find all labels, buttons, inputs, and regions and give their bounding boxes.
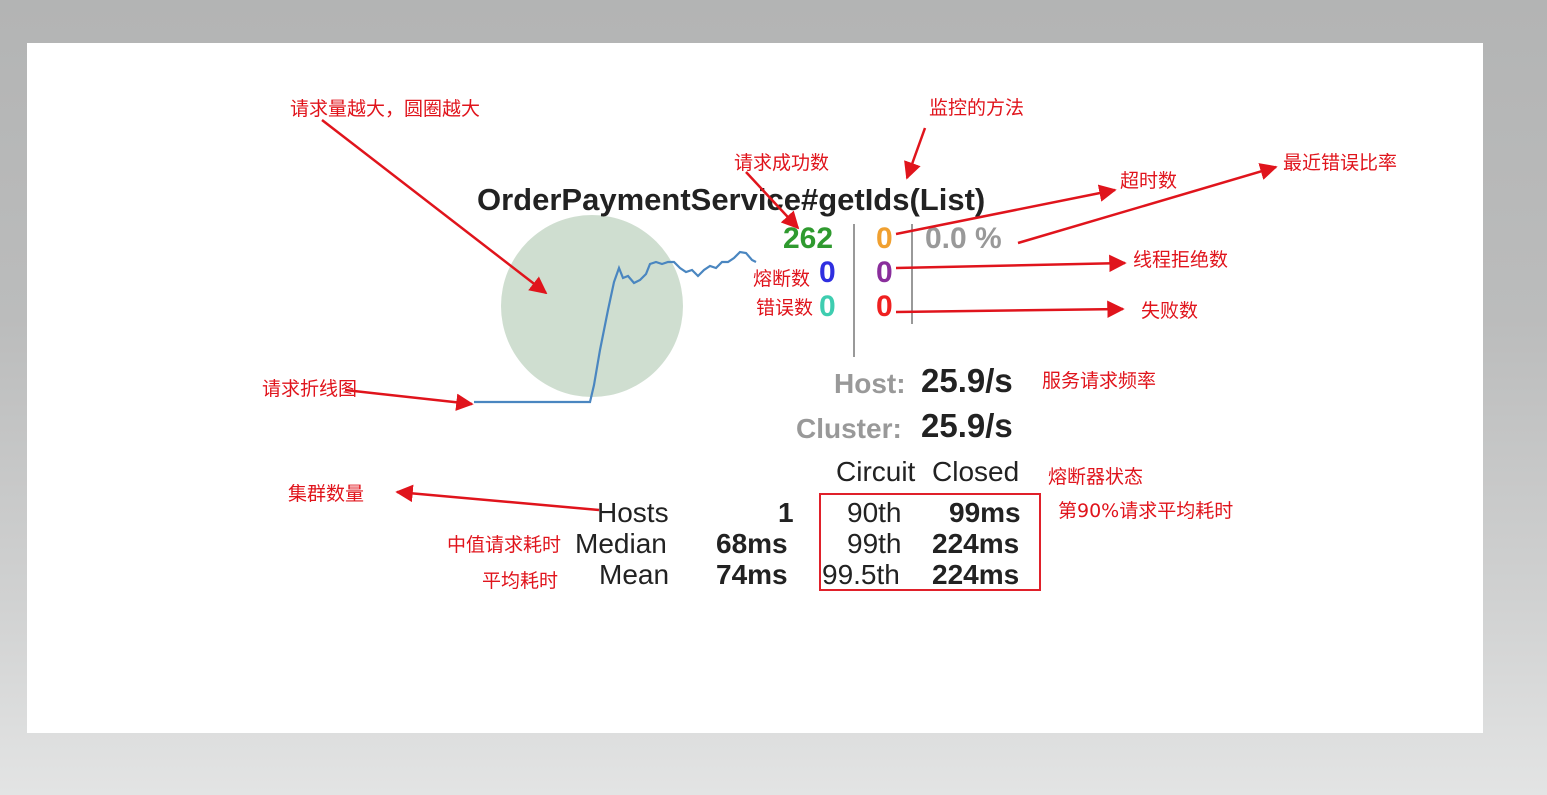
health-circle [501,215,683,397]
annotation-circle-size: 请求量越大，圆圈越大 [290,98,481,120]
cluster-label: Cluster: [796,413,902,444]
p90-value: 99ms [949,497,1021,528]
host-label: Host: [834,368,906,399]
host-rate: 25.9/s [921,362,1013,399]
mean-label: Mean [599,559,670,590]
percentile-highlight-box [819,493,1041,591]
annotation-p90-average: 第90%请求平均耗时 [1058,500,1234,522]
divider-left [853,224,855,357]
annotation-success-count: 请求成功数 [734,152,830,174]
circuit-label: Circuit [836,456,916,487]
thread-rejected-count: 0 [876,256,893,289]
p99-label: 99th [847,528,902,559]
divider-right [911,224,913,324]
failure-count: 0 [876,290,893,323]
median-value: 68ms [716,528,788,559]
request-sparkline [474,250,757,404]
method-title: OrderPaymentService#getIds(List) [477,182,986,217]
error-percentage: 0.0 % [925,222,1002,255]
median-label: Median [575,528,667,559]
annotation-request-rate: 服务请求频率 [1042,370,1157,392]
mean-value: 74ms [716,559,788,590]
bad-request-count: 0 [819,290,836,323]
success-count: 262 [783,222,834,255]
p995-label: 99.5th [822,559,900,590]
p99-value: 224ms [932,528,1020,559]
hosts-value: 1 [778,497,794,528]
annotation-timeout-count: 超时数 [1120,170,1178,192]
short-circuited-count: 0 [819,256,836,289]
timeout-count: 0 [876,222,893,255]
annotation-failure-count: 失败数 [1141,300,1199,322]
p995-value: 224ms [932,559,1020,590]
hosts-label: Hosts [597,497,669,528]
annotation-mean-time: 平均耗时 [482,570,559,592]
circuit-status: Closed [932,456,1020,487]
annotation-short-circuit-count: 熔断数 [753,268,811,290]
annotation-error-count: 错误数 [756,297,814,319]
annotation-median-time: 中值请求耗时 [447,534,562,556]
annotation-request-line-chart: 请求折线图 [262,378,358,400]
annotation-cluster-size: 集群数量 [288,483,365,505]
annotation-recent-error-rate: 最近错误比率 [1283,152,1398,174]
annotation-breaker-status: 熔断器状态 [1048,466,1144,488]
p90-label: 90th [847,497,902,528]
hystrix-card [27,43,1483,733]
annotation-thread-reject-count: 线程拒绝数 [1133,249,1229,271]
cluster-rate: 25.9/s [921,407,1013,444]
annotation-monitored-method: 监控的方法 [929,97,1025,119]
